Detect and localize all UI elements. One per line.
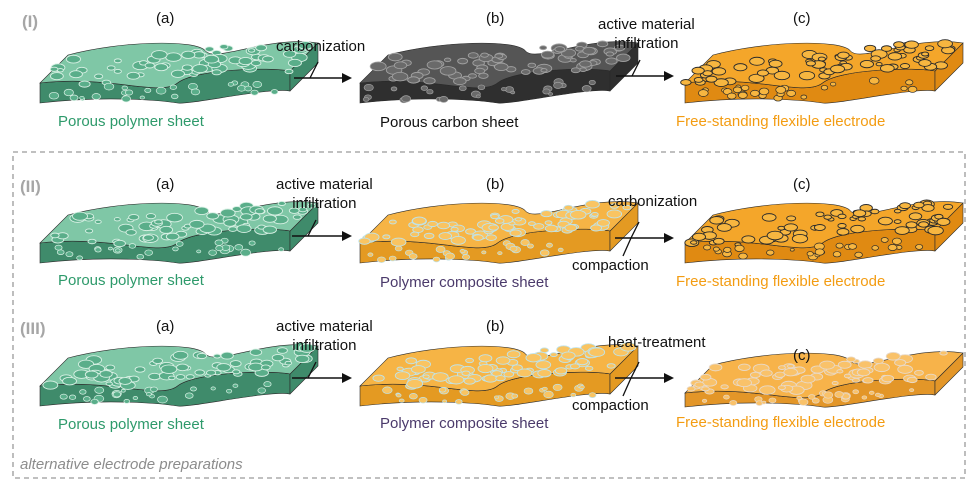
row-ii-sheet-b <box>358 199 639 264</box>
row-iii-caption-a: Porous polymer sheet <box>58 416 204 433</box>
row-ii-caption-b: Polymer composite sheet <box>380 274 549 291</box>
row-iii-caption-c: Free-standing flexible electrode <box>676 414 886 431</box>
row-i-sheet-a <box>39 41 319 104</box>
row-i-arrow-2 <box>616 59 674 81</box>
row-ii-step-carbonization: carbonization <box>608 193 698 210</box>
row-iii-sublabel-c: (c) <box>793 347 811 364</box>
row-i-sheet-c <box>680 39 964 104</box>
row-ii-arrow-1 <box>292 219 352 241</box>
row-iii-step-heat-treatment: heat-treatment <box>608 334 706 351</box>
row-iii-arrow-2 <box>615 361 674 383</box>
row-iii-sublabel-b: (b) <box>486 318 505 335</box>
row-iii-step-compaction: compaction <box>572 397 649 414</box>
row-iii-arrow-1 <box>292 361 352 383</box>
row-iii-sublabel-a: (a) <box>156 318 175 335</box>
compaction-tick-3 <box>622 377 632 397</box>
row-ii-caption-c: Free-standing flexible electrode <box>676 273 886 290</box>
row-i-sublabel-c: (c) <box>793 10 811 27</box>
compaction-tick-2 <box>622 237 632 257</box>
row-iii-sheet-a <box>39 342 319 407</box>
row-ii-sublabel-c: (c) <box>793 176 811 193</box>
row-iii-step-infiltration: active material infiltration <box>276 318 373 354</box>
row-i-step-infiltration: active material infiltration <box>598 16 695 52</box>
row-i-sheet-b <box>359 40 639 104</box>
row-i-sublabel-a: (a) <box>156 10 175 27</box>
row-iii-sheet-b <box>359 342 639 407</box>
row-iii-caption-b: Polymer composite sheet <box>380 415 549 432</box>
row-ii-sublabel-a: (a) <box>156 176 175 193</box>
row-ii-sheet-c <box>684 199 964 264</box>
row-ii-step-compaction: compaction <box>572 257 649 274</box>
row-i-caption-a: Porous polymer sheet <box>58 113 204 130</box>
row-iii-sheet-c <box>684 350 964 408</box>
row-label-ii: (II) <box>20 177 41 196</box>
row-i-sublabel-b: (b) <box>486 10 505 27</box>
row-i-arrow-1 <box>294 61 352 83</box>
row-label-i: (I) <box>22 12 39 31</box>
row-ii-arrow-2 <box>615 221 674 243</box>
row-i-step-carbonization: carbonization <box>276 38 366 55</box>
alternative-preparations-note: alternative electrode preparations <box>20 456 243 473</box>
row-ii-caption-a: Porous polymer sheet <box>58 272 204 289</box>
row-i-caption-c: Free-standing flexible electrode <box>676 113 886 130</box>
row-ii-sheet-a <box>39 201 319 264</box>
row-label-iii: (III) <box>20 319 46 338</box>
row-ii-step-infiltration: active material infiltration <box>276 176 373 212</box>
row-i-caption-b: Porous carbon sheet <box>380 114 519 131</box>
row-ii-sublabel-b: (b) <box>486 176 505 193</box>
